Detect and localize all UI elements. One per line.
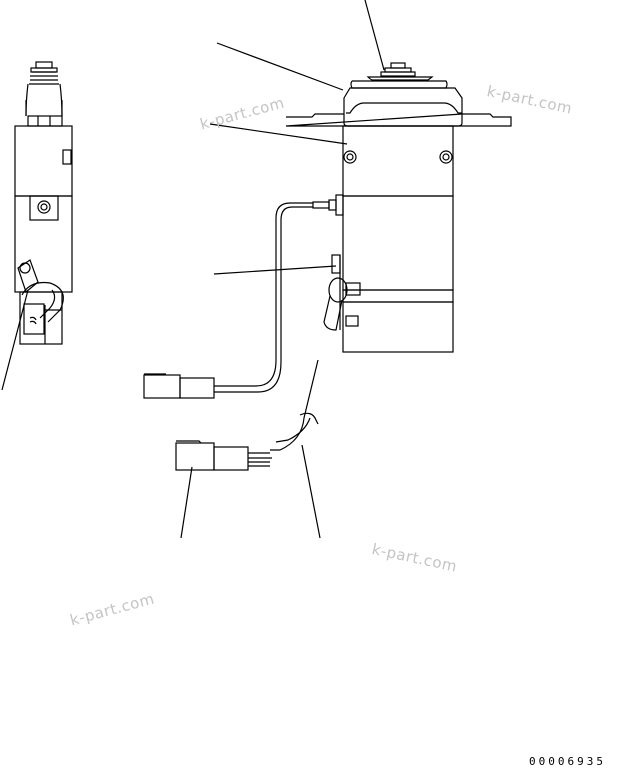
front-view-unit: [143, 0, 512, 539]
side-view-unit: [1, 61, 73, 391]
drawing-number: 00006935: [529, 755, 606, 768]
